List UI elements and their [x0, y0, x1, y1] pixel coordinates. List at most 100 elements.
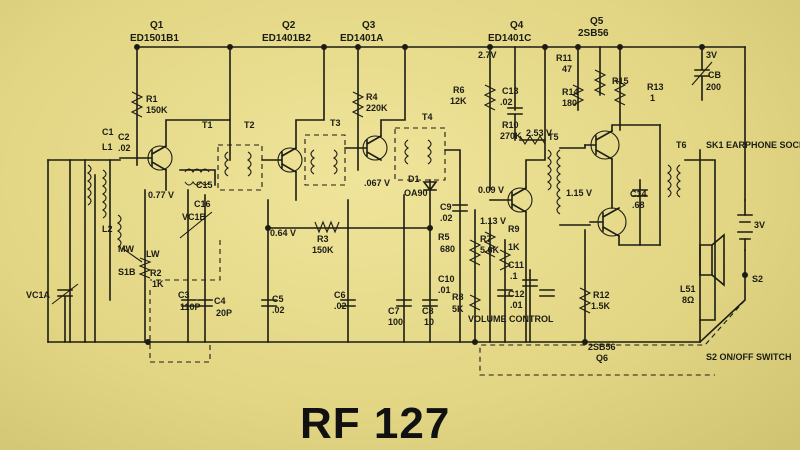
t1-ref: T1 [202, 120, 213, 130]
r15-ref: R15 [612, 76, 629, 86]
r7-value: 5.6K [480, 245, 500, 255]
c4-value: 20P [216, 308, 232, 318]
r14-value: 180 [562, 98, 577, 108]
r11-value: 47 [562, 64, 572, 74]
c6-ref: C6 [334, 290, 346, 300]
q3-ref: Q3 [362, 20, 376, 31]
q2-part: ED1401B2 [262, 33, 311, 44]
d1-ref: D1 [408, 174, 420, 184]
d1-part: OA90 [404, 188, 428, 198]
c2-ref: C2 [118, 132, 130, 142]
voltage-t5: 1.15 V [566, 188, 592, 198]
r10-ref: R10 [502, 120, 519, 130]
r13-value: 1 [650, 93, 655, 103]
q6-ref: Q6 [596, 353, 608, 363]
cb-ref: CB [708, 70, 721, 80]
r3-value: 150K [312, 245, 334, 255]
c14-ref: C14 [630, 189, 647, 199]
r5-value: 680 [440, 244, 455, 254]
q1-stage [119, 46, 231, 343]
earphone-socket-label: SK1 EARPHONE SOCKET [706, 140, 800, 150]
r4-ref: R4 [366, 92, 378, 102]
transformer-labels: T1 T2 T3 T4 T5 T6 L1 L2 [102, 112, 687, 234]
r1-value: 150K [146, 105, 168, 115]
cb-value: 200 [706, 82, 721, 92]
r8-value: 5K [452, 304, 464, 314]
c3-value: 110P [180, 302, 201, 312]
c10-ref: C10 [438, 274, 455, 284]
r14-ref: R14 [562, 87, 579, 97]
t3-ref: T3 [330, 118, 341, 128]
misc-labels: D1 OA90 VC1A VC1B L51 8Ω LW MW S1B S2 VO… [26, 50, 800, 362]
r13-ref: R13 [647, 82, 664, 92]
c13-ref: C13 [502, 86, 519, 96]
q4-part: ED1401C [488, 33, 531, 44]
capacitor-labels: C1 C2 .02 C3 110P C4 20P C5 .02 C6 .02 C… [102, 70, 721, 327]
r10-value: 270K [500, 131, 522, 141]
audio-driver-section [468, 46, 555, 343]
c12-ref: C12 [508, 289, 525, 299]
c3-ref: C3 [178, 290, 190, 300]
r2-value: 1K [152, 279, 164, 289]
r12-ref: R12 [593, 290, 610, 300]
t2-ref: T2 [244, 120, 255, 130]
voltage-q4-collector: 2.53 V [526, 128, 552, 138]
r3-ref: R3 [317, 234, 329, 244]
q4-ref: Q4 [510, 20, 524, 31]
c11-value: .1 [510, 271, 518, 281]
supply-mid-label: 2.7V [478, 50, 497, 60]
volume-control-label: VOLUME CONTROL [468, 314, 554, 324]
s1b-label: S1B [118, 267, 136, 277]
voltage-labels: 0.77 V 0.64 V .067 V 0.09 V 2.53 V 1.13 … [148, 128, 592, 238]
mw-label: MW [118, 244, 134, 254]
l51-value: 8Ω [682, 295, 694, 305]
q1-part: ED1501B1 [130, 33, 179, 44]
c2-value: .02 [118, 143, 131, 153]
agc-line [267, 220, 431, 234]
voltage-q2: 0.64 V [270, 228, 296, 238]
r5-ref: R5 [438, 232, 450, 242]
r11-ref: R11 [556, 53, 572, 63]
if-stage-1 [217, 46, 325, 343]
q3-part: ED1401A [340, 33, 383, 44]
c9-ref: C9 [440, 202, 452, 212]
schematic-title: RF 127 [300, 399, 450, 448]
t6-ref: T6 [676, 140, 687, 150]
t4-ref: T4 [422, 112, 433, 122]
q6-part: 2SB56 [588, 342, 616, 352]
l2-ref: L2 [102, 224, 113, 234]
l51-label: L51 [680, 284, 696, 294]
onoff-switch-label: S2 ON/OFF SWITCH [706, 352, 792, 362]
junction-dots [134, 44, 705, 345]
r9-value: 1K [508, 242, 520, 252]
voltage-q4: 0.09 V [478, 185, 504, 195]
r2-ref: R2 [150, 268, 162, 278]
c7-ref: C7 [388, 306, 400, 316]
t5-ref: T5 [548, 132, 559, 142]
c8-value: 10 [424, 317, 434, 327]
c6-value: .02 [334, 301, 347, 311]
resistor-labels: R1 150K R2 1K R3 150K R4 220K R5 680 R6 … [146, 53, 664, 314]
c16-ref: C16 [194, 199, 211, 209]
c15-ref: C15 [196, 180, 213, 190]
c5-value: .02 [272, 305, 285, 315]
battery-label: 3V [754, 220, 765, 230]
l1-ref: L1 [102, 142, 113, 152]
c10-value: .01 [438, 285, 451, 295]
c13-value: .02 [500, 97, 513, 107]
right-lower-wire [698, 249, 746, 344]
r12-value: 1.5K [591, 301, 611, 311]
transistor-labels: Q1 ED1501B1 Q2 ED1401B2 Q3 ED1401A Q4 ED… [130, 16, 616, 363]
voltage-base: 1.13 V [480, 216, 506, 226]
r9-ref: R9 [508, 224, 520, 234]
c9-value: .02 [440, 213, 453, 223]
voltage-q3: .067 V [364, 178, 390, 188]
r8-ref: R8 [452, 292, 464, 302]
c12-value: .01 [510, 300, 523, 310]
vc1b-label: VC1B [182, 212, 207, 222]
supply-top-label: 3V [706, 50, 717, 60]
oscillator-section [149, 168, 221, 363]
detector-section [394, 127, 468, 343]
c7-value: 100 [388, 317, 403, 327]
